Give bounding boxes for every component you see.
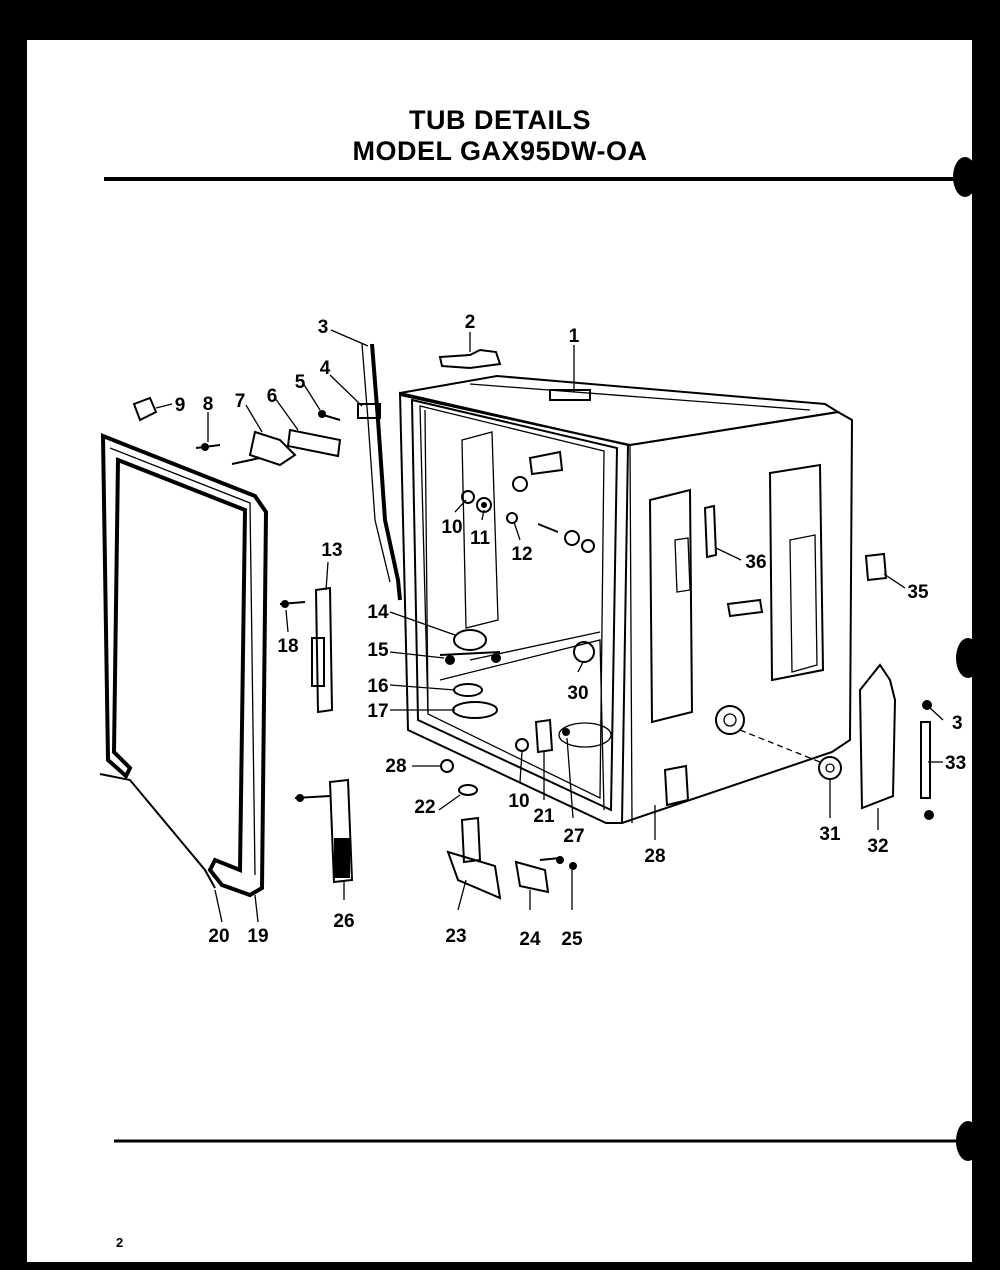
callout-28-second: 28 <box>644 846 665 867</box>
callout-10-second: 10 <box>508 791 529 812</box>
hardware-parts <box>132 348 934 900</box>
callout-9: 9 <box>175 395 186 416</box>
callout-12: 12 <box>511 544 532 565</box>
callout-36: 36 <box>745 552 766 573</box>
model-number: MODEL GAX95DW-OA <box>352 136 648 166</box>
page-number: 2 <box>116 1235 124 1250</box>
callout-25: 25 <box>561 929 583 950</box>
callout-3-right: 3 <box>952 713 963 734</box>
door-gasket <box>100 433 269 898</box>
callout-16: 16 <box>367 676 388 697</box>
callout-23: 23 <box>445 926 466 947</box>
callout-10: 10 <box>441 517 462 538</box>
callout-4: 4 <box>320 358 331 379</box>
callout-31: 31 <box>819 824 841 845</box>
footer-rule <box>114 638 980 1161</box>
callout-7: 7 <box>235 391 246 412</box>
callout-27: 27 <box>563 826 584 847</box>
callout-18: 18 <box>277 636 298 657</box>
callout-5: 5 <box>295 372 306 393</box>
vent-hose <box>361 343 402 601</box>
callout-35: 35 <box>907 582 929 603</box>
header-rule <box>104 157 977 197</box>
callout-33: 33 <box>945 753 966 774</box>
callout-32: 32 <box>867 836 888 857</box>
callout-19: 19 <box>247 926 268 947</box>
callout-6: 6 <box>267 386 278 407</box>
callout-8: 8 <box>203 394 214 415</box>
diagram-title: TUB DETAILS <box>409 105 591 135</box>
callout-28: 28 <box>385 756 406 777</box>
callout-15: 15 <box>367 640 389 661</box>
callout-17: 17 <box>367 701 388 722</box>
callout-13: 13 <box>321 540 342 561</box>
callout-14: 14 <box>367 602 389 623</box>
callout-20: 20 <box>208 926 229 947</box>
tub-assembly <box>398 374 854 824</box>
door-strip-part-20 <box>99 773 216 889</box>
callout-24: 24 <box>519 929 541 950</box>
callout-2: 2 <box>465 312 476 333</box>
callout-30: 30 <box>567 683 588 704</box>
callout-3: 3 <box>318 317 329 338</box>
callout-1: 1 <box>569 326 580 347</box>
leader-lines <box>155 329 944 923</box>
callout-21: 21 <box>533 806 555 827</box>
callout-22: 22 <box>414 797 435 818</box>
callout-11: 11 <box>470 528 491 549</box>
callout-26: 26 <box>333 911 354 932</box>
parts-sheet <box>27 40 972 1262</box>
callout-labels: 1 2 3 4 5 6 7 8 9 10 11 12 13 14 15 16 1… <box>175 312 966 950</box>
